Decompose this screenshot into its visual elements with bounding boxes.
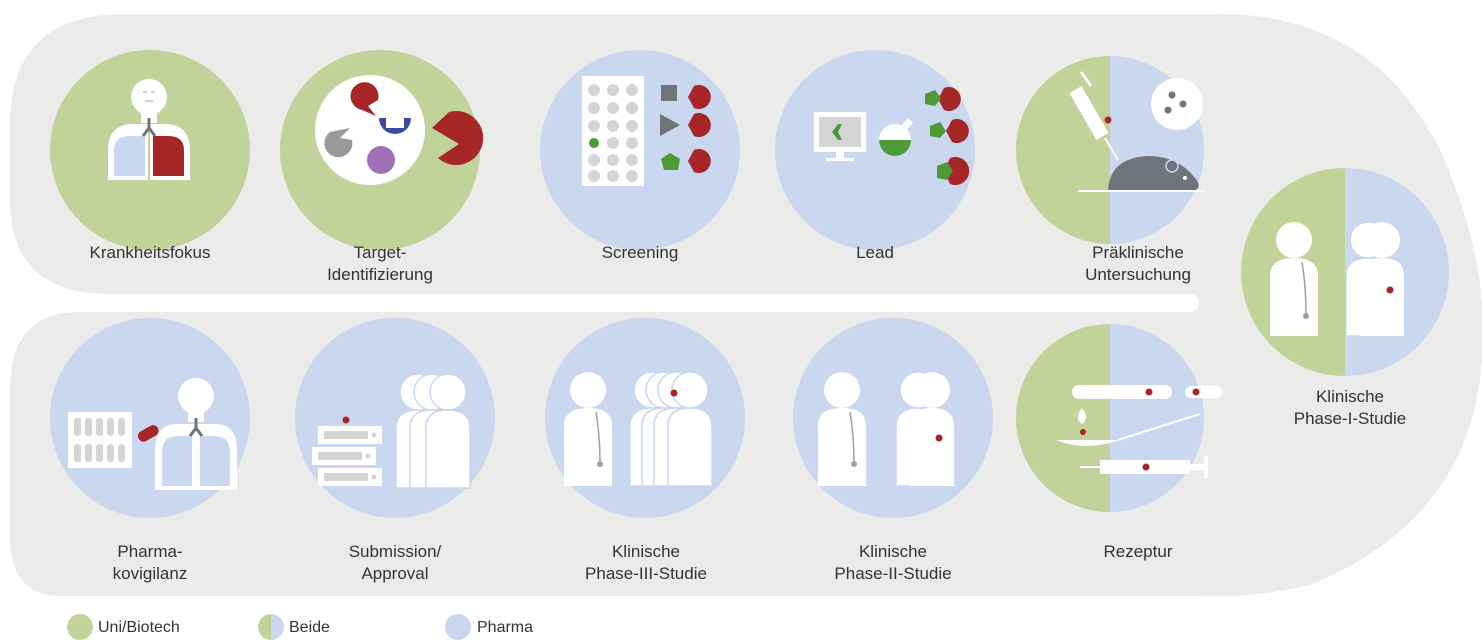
well-plate-icon — [582, 76, 644, 186]
label-line: Submission/ — [348, 542, 442, 561]
circle-phase3 — [545, 318, 745, 518]
capsule-icon — [1072, 385, 1223, 399]
label-phase2: Klinische Phase-II-Studie — [793, 541, 993, 585]
legend-label-pharma: Pharma — [477, 619, 534, 636]
patients-icon — [895, 371, 954, 487]
mouse-icon — [1078, 156, 1205, 192]
legend-label-uni: Uni/Biotech — [98, 619, 180, 636]
label-line: Klinische — [858, 542, 928, 561]
label-line: Phase-III-Studie — [585, 564, 707, 583]
label-phase3: Klinische Phase-III-Studie — [546, 541, 746, 585]
circle-phase2 — [793, 318, 993, 518]
circle-pharmakovigilanz — [50, 318, 250, 518]
label-line: Klinische — [611, 542, 681, 561]
person-lungs-icon — [155, 378, 237, 490]
doctor-icon — [1270, 222, 1318, 336]
label-line: Krankheitsfokus — [89, 243, 211, 262]
legend-beide: Beide — [283, 616, 330, 640]
circle-lead — [775, 50, 975, 250]
patients-icon — [1345, 221, 1404, 337]
flask-icon — [879, 117, 914, 156]
doctor-icon — [818, 372, 866, 486]
label-krankheitsfokus: Krankheitsfokus — [50, 242, 250, 264]
legend-swatch-uni — [67, 614, 93, 640]
label-line: Lead — [856, 243, 894, 262]
circle-submission — [295, 318, 495, 518]
circle-screening — [540, 50, 740, 250]
legend-pharma: Pharma — [471, 616, 533, 640]
injector-icon — [1080, 456, 1208, 478]
compound-matches-icon — [660, 84, 711, 173]
monitor-icon — [814, 112, 866, 161]
spoon-icon — [1056, 408, 1201, 446]
label-line: kovigilanz — [112, 564, 188, 583]
label-line: Präklinische — [1092, 243, 1184, 262]
legend-swatch-pharma — [445, 614, 471, 640]
label-line: Target- — [353, 243, 407, 262]
label-line: Rezeptur — [1103, 542, 1173, 561]
petri-dish-icon — [1151, 78, 1203, 130]
label-line: Klinische — [1315, 387, 1385, 406]
circle-phase1 — [1241, 168, 1449, 376]
label-line: Untersuchung — [1085, 265, 1191, 284]
circle-krankheitsfokus — [50, 50, 250, 250]
patients-icon — [629, 371, 713, 487]
label-phase1: Klinische Phase-I-Studie — [1250, 386, 1450, 430]
label-line: Phase-I-Studie — [1293, 409, 1407, 428]
legend-label-beide: Beide — [289, 619, 330, 636]
label-line: Screening — [601, 243, 679, 262]
label-lead: Lead — [775, 242, 975, 264]
circle-target — [280, 50, 484, 250]
pill-blister-icon — [68, 412, 159, 468]
label-line: Phase-II-Studie — [834, 564, 952, 583]
label-praeklinisch: Präklinische Untersuchung — [1038, 242, 1238, 286]
reviewers-icon — [395, 373, 471, 489]
label-submission: Submission/ Approval — [295, 541, 495, 585]
molecules-icon — [315, 75, 484, 185]
person-lungs-icon — [108, 79, 190, 180]
doctor-icon — [564, 372, 612, 486]
label-line: Pharma- — [117, 542, 183, 561]
legend-swatch-beide — [258, 614, 284, 640]
lead-compound-icon — [925, 87, 970, 186]
label-line: Identifizierung — [327, 265, 433, 284]
syringe-icon — [1069, 71, 1119, 161]
label-rezeptur: Rezeptur — [1038, 541, 1238, 563]
label-pharmakovigilanz: Pharma- kovigilanz — [50, 541, 250, 585]
label-target: Target- Identifizierung — [280, 242, 480, 286]
file-boxes-icon — [312, 416, 382, 486]
label-screening: Screening — [540, 242, 740, 264]
label-line: Approval — [361, 564, 429, 583]
legend-uni: Uni/Biotech — [92, 616, 180, 640]
